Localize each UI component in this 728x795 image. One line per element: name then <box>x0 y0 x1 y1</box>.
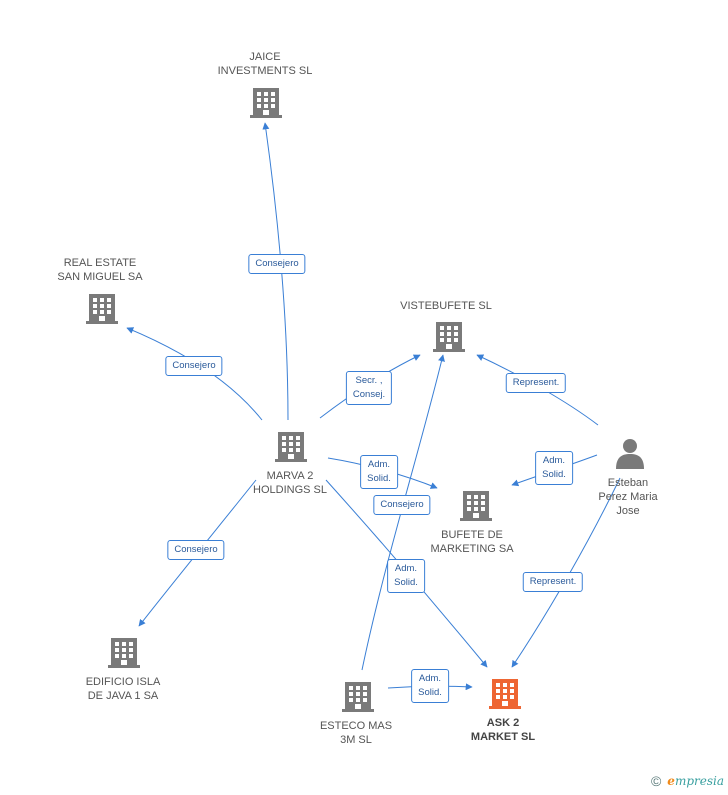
building-icon[interactable] <box>433 322 465 352</box>
edge-label-marva-bufete: Adm. Solid. <box>360 455 398 489</box>
building-icon[interactable] <box>275 432 307 462</box>
brand-logo-text: mpresia <box>674 774 724 788</box>
edge-label-esteco-ask2: Adm. Solid. <box>411 669 449 703</box>
brand-logo-initial: e <box>667 774 675 788</box>
copyright-icon: © <box>650 773 662 789</box>
node-label-marva[interactable]: MARVA 2 HOLDINGS SL <box>253 470 327 496</box>
node-label-jaice[interactable]: JAICE INVESTMENTS SL <box>217 51 313 77</box>
edge-label-marva-realestate: Consejero <box>165 356 223 376</box>
node-label-vistebufete[interactable]: VISTEBUFETE SL <box>400 300 492 312</box>
footer-brand: © empresia <box>651 773 724 789</box>
edge-label-marva-jaice: Consejero <box>248 254 306 274</box>
edge-label-marva-edificio: Consejero <box>167 540 225 560</box>
brand-logo[interactable]: empresia <box>667 774 724 788</box>
person-icon[interactable] <box>616 439 644 469</box>
node-label-edificio[interactable]: EDIFICIO ISLA DE JAVA 1 SA <box>85 676 161 702</box>
edge-label-marva-vistebufete: Secr. , Consej. <box>345 371 393 405</box>
edge-label-esteban-ask2: Represent. <box>522 572 584 592</box>
node-label-realestate[interactable]: REAL ESTATE SAN MIGUEL SA <box>57 257 143 283</box>
node-label-bufete[interactable]: BUFETE DE MARKETING SA <box>430 529 514 555</box>
building-icon[interactable] <box>250 88 282 118</box>
node-label-esteco[interactable]: ESTECO MAS 3M SL <box>319 720 393 746</box>
building-icon[interactable] <box>460 491 492 521</box>
edge-label-esteban-bufete: Adm. Solid. <box>535 451 573 485</box>
edge-label-esteban-vistebufete: Represent. <box>505 373 567 393</box>
edge-label-esteco-vistebufete: Consejero <box>373 495 431 515</box>
building-icon[interactable] <box>489 679 521 709</box>
building-icon[interactable] <box>342 682 374 712</box>
building-icon[interactable] <box>108 638 140 668</box>
edge-marva-jaice <box>262 122 289 421</box>
building-icon[interactable] <box>86 294 118 324</box>
edge-label-marva-ask2: Adm. Solid. <box>387 559 425 593</box>
node-label-ask2[interactable]: ASK 2 MARKET SL <box>470 717 536 743</box>
edges-layer <box>126 122 621 691</box>
node-label-esteban[interactable]: Esteban Perez Maria Jose <box>598 477 658 517</box>
